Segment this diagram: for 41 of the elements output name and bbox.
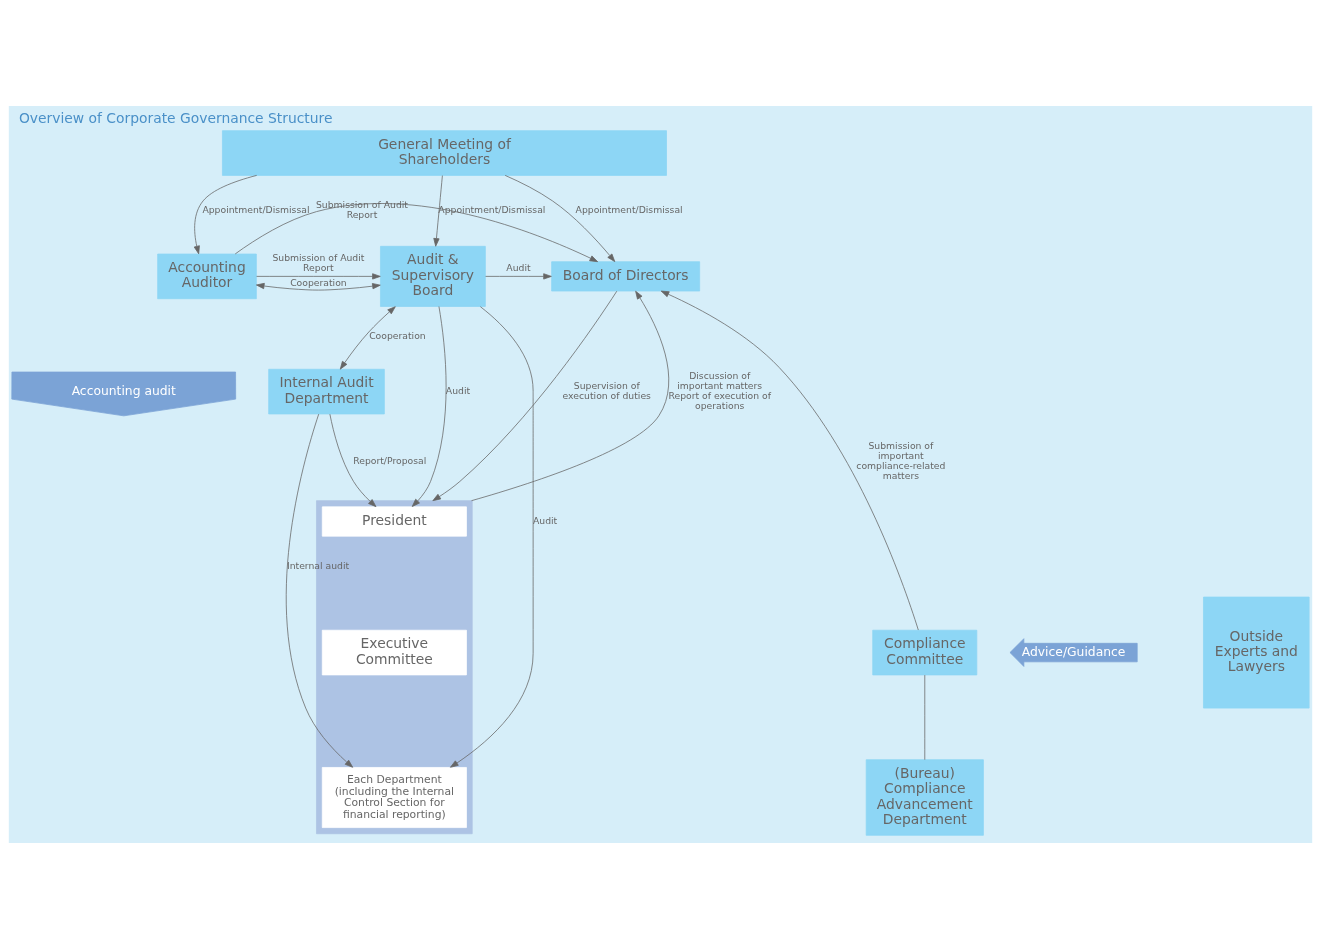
arrow: [329, 413, 377, 508]
node-box: Executive Committee: [321, 629, 467, 676]
arrow: [256, 273, 381, 280]
node-box: Each Department (including the Internal Control Section for financial reporting): [321, 767, 467, 828]
arrow: [339, 306, 396, 370]
node-box: Internal Audit Department: [268, 368, 385, 415]
arrow: [450, 306, 534, 768]
edge-label: Discussion of important matters Report of execution of operations: [668, 369, 771, 412]
arrow: [433, 175, 443, 247]
edge-label: Cooperation: [369, 330, 426, 342]
arrow: [256, 282, 381, 291]
edge-label: Submission of important compliance-related matters: [856, 439, 946, 481]
arrow: [193, 175, 258, 255]
node-box: Compliance Committee: [872, 629, 978, 676]
edge-label: Internal audit: [286, 559, 350, 571]
node-box: Audit & Supervisory Board: [380, 245, 486, 307]
arrow: [285, 413, 354, 768]
node-box: Board of Directors: [551, 261, 701, 292]
edge-label: Submission of Audit Report: [272, 252, 365, 274]
edge-label: Audit: [506, 262, 531, 274]
arrow: [432, 290, 618, 502]
edge-label: Appointment/Dismissal: [202, 204, 310, 216]
edge-label: Appointment/Dismissal: [575, 204, 683, 216]
edge-label: Supervision of execution of duties: [562, 379, 651, 402]
arrow: [504, 175, 616, 262]
edge-label: Cooperation: [290, 277, 347, 289]
node-box: Outside Experts and Lawyers: [1203, 596, 1310, 709]
arrow: [660, 290, 919, 631]
arrow: [411, 306, 447, 507]
arrow: [485, 273, 552, 280]
edge-label: Report/Proposal: [353, 454, 427, 466]
arrow: [471, 290, 670, 502]
arrow: [234, 203, 599, 263]
node-box: General Meeting of Shareholders: [222, 130, 667, 176]
node-box: Accounting Auditor: [157, 253, 257, 300]
diagram-title: Overview of Corporate Governance Structure: [18, 110, 333, 127]
edge-label: Audit: [532, 514, 558, 526]
node-box: (Bureau) Compliance Advancement Department: [865, 759, 984, 836]
connector: [924, 674, 926, 761]
node-box: President: [321, 506, 467, 537]
edge-label: Audit: [445, 385, 471, 397]
